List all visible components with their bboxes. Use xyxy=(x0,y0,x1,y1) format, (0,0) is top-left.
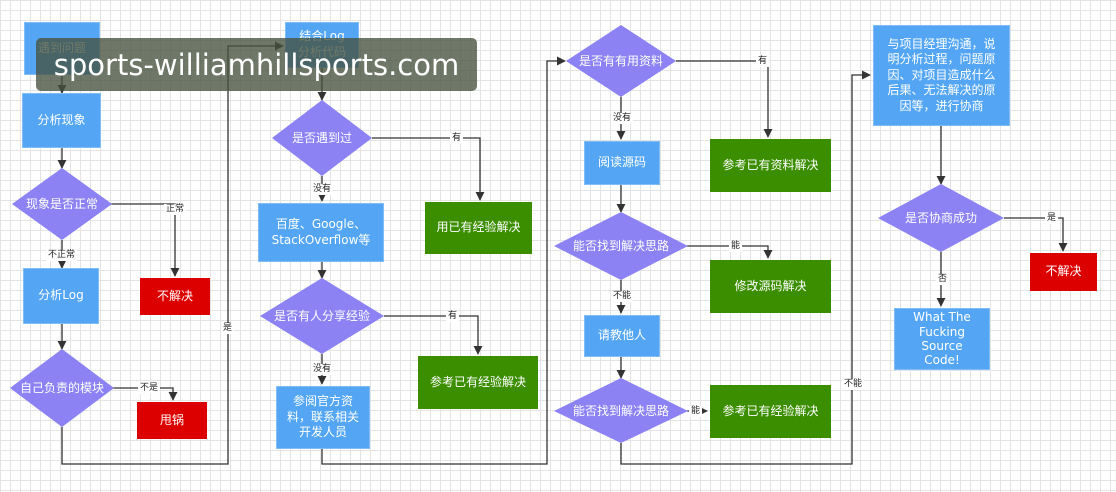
solution-ref-material: 参考已有资料解决 xyxy=(710,139,831,192)
edge-label-normal: 正常 xyxy=(164,204,187,215)
edge-label-not-normal: 不正常 xyxy=(46,250,78,261)
edge-have-2 xyxy=(384,315,483,355)
decision-useful-material-shape xyxy=(566,25,676,97)
edge-have-1 xyxy=(372,137,485,201)
edge-cannot-2 xyxy=(620,70,871,465)
decision-shared-experience-shape xyxy=(260,278,384,354)
process-talk-pm: 与项目经理沟通，说 明分析过程，问题原 因、对项目造成什么 后果、无法解决的原 … xyxy=(873,25,1010,126)
terminal-no-solve-2: 不解决 xyxy=(1030,253,1097,291)
edge-yes xyxy=(1004,217,1068,252)
edge-docs-to-col3 xyxy=(321,56,566,465)
process-analyze-symptom: 分析现象 xyxy=(22,93,101,148)
process-search: 百度、Google、 StackOverflow等 xyxy=(258,203,384,262)
decision-find-idea-2-shape xyxy=(554,378,688,443)
decision-shapes xyxy=(10,25,1004,443)
edge-have-3 xyxy=(676,60,773,138)
edge-label-is: 是 xyxy=(221,323,235,334)
process-analyze-log: 分析Log xyxy=(23,268,99,324)
edge-label-none-1: 没有 xyxy=(311,184,334,195)
solution-ref-experience-2: 参考已有经验解决 xyxy=(710,385,831,438)
edge-can-1 xyxy=(687,245,773,259)
decision-negotiate-shape xyxy=(878,184,1004,252)
edge-label-no: 否 xyxy=(936,274,950,285)
terminal-blame: 甩锅 xyxy=(137,402,207,439)
solution-ref-experience-1: 参考已有经验解决 xyxy=(418,356,538,409)
edge-label-cannot-2: 不能 xyxy=(842,379,865,390)
edge-label-none-3: 没有 xyxy=(611,113,634,124)
edge-label-cannot-1: 不能 xyxy=(611,291,634,302)
edge-label-none-2: 没有 xyxy=(311,364,334,375)
edge-not-is xyxy=(113,387,178,401)
edge-label-not-is: 不是 xyxy=(138,383,161,394)
watermark-overlay: sports-williamhillsports.com xyxy=(36,38,477,91)
solution-modify-source: 修改源码解决 xyxy=(710,260,831,313)
edge-label-have-2: 有 xyxy=(446,311,460,322)
edge-label-have-1: 有 xyxy=(450,133,464,144)
process-official-docs: 参阅官方资 料，联系相关 开发人员 xyxy=(276,386,370,449)
process-read-source: 阅读源码 xyxy=(584,141,660,185)
edge-label-can-2: 能 xyxy=(689,406,703,417)
process-ask-others: 请教他人 xyxy=(584,315,660,357)
edge-label-yes: 是 xyxy=(1045,213,1059,224)
decision-symptom-normal-shape xyxy=(12,168,112,240)
terminal-wtf: What The Fucking Source Code! xyxy=(894,308,990,370)
edge-label-can-1: 能 xyxy=(729,241,743,252)
edge-label-have-3: 有 xyxy=(756,56,770,67)
decision-own-module-shape xyxy=(10,349,114,427)
decision-seen-before-shape xyxy=(272,100,372,176)
terminal-no-solve-1: 不解决 xyxy=(140,278,210,315)
decision-find-idea-1-shape xyxy=(554,212,688,280)
solution-use-experience: 用已有经验解决 xyxy=(425,202,532,254)
